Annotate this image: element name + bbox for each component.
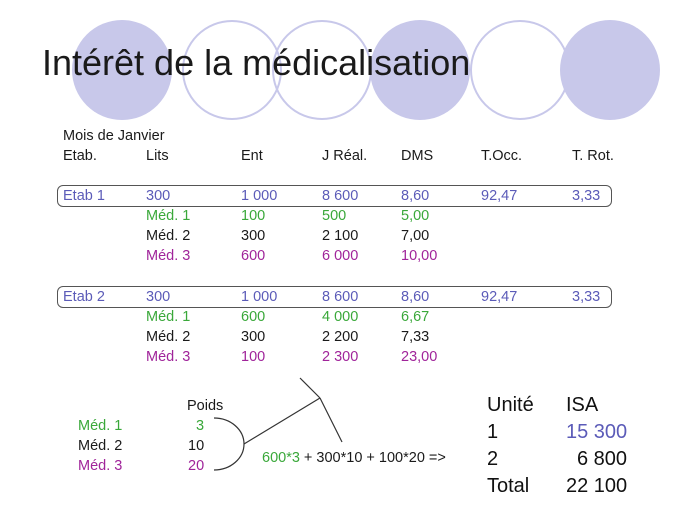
etab2-med2-dms: 7,33 — [401, 329, 430, 345]
weight-med2-label: Méd. 2 — [78, 438, 123, 454]
isa-value-2: 6 800 — [577, 448, 628, 470]
decor-circle — [370, 20, 470, 120]
isa-value-total: 22 100 — [566, 475, 628, 497]
etab2-med2-ent: 300 — [241, 329, 266, 345]
isa-unit-1: 1 — [487, 421, 499, 443]
etab2-med3-dms: 23,00 — [401, 349, 438, 365]
etab1-tocc: 92,47 — [481, 188, 518, 204]
isa-unit-2: 2 — [487, 448, 499, 470]
isa-header-isa: ISA — [566, 394, 599, 416]
col-header-lits: Lits — [146, 148, 169, 164]
etab1-ent: 1 000 — [241, 188, 278, 204]
isa-value-1: 15 300 — [566, 421, 628, 443]
decor-circle — [72, 20, 172, 120]
etab1-med3-ent: 600 — [241, 248, 266, 264]
col-header-tocc: T.Occ. — [481, 148, 523, 164]
etab1-med3-dms: 10,00 — [401, 248, 438, 264]
etab2-med2-jreal: 2 200 — [322, 329, 359, 345]
weights-header: Poids — [187, 398, 224, 414]
etab1-box — [57, 185, 612, 207]
etab1-med1-jreal: 500 — [322, 208, 347, 224]
etab1-med1-label: Méd. 1 — [146, 208, 191, 224]
weight-med2-value: 10 — [188, 438, 205, 454]
col-header-trot: T. Rot. — [572, 148, 614, 164]
etab2-med3-jreal: 2 300 — [322, 349, 359, 365]
etab1-jreal: 8 600 — [322, 188, 359, 204]
etab2-ent: 1 000 — [241, 289, 278, 305]
etab2-dms: 8,60 — [401, 289, 430, 305]
weight-med3-value: 20 — [188, 458, 205, 474]
etab2-med1-dms: 6,67 — [401, 309, 430, 325]
etab1-med2-ent: 300 — [241, 228, 266, 244]
col-header-etab: Etab. — [63, 148, 97, 164]
decor-circle — [560, 20, 660, 120]
isa-unit-total: Total — [487, 475, 530, 497]
etab1-lits: 300 — [146, 188, 171, 204]
etab2-name: Etab 2 — [63, 289, 105, 305]
etab2-tocc: 92,47 — [481, 289, 518, 305]
weight-med3-label: Méd. 3 — [78, 458, 123, 474]
etab2-med1-label: Méd. 1 — [146, 309, 191, 325]
col-header-ent: Ent — [241, 148, 263, 164]
etab2-trot: 3,33 — [572, 289, 601, 305]
etab1-med3-jreal: 6 000 — [322, 248, 359, 264]
etab1-dms: 8,60 — [401, 188, 430, 204]
etab1-med1-dms: 5,00 — [401, 208, 430, 224]
weight-med1-value: 3 — [196, 418, 205, 434]
etab1-trot: 3,33 — [572, 188, 601, 204]
etab2-med3-ent: 100 — [241, 349, 266, 365]
formula-part2: + 300*10 + 100*20 => — [299, 450, 446, 466]
col-header-dms: DMS — [401, 148, 434, 164]
formula: 600*3 + 300*10 + 100*20 => — [262, 450, 446, 467]
etab1-med3-label: Méd. 3 — [146, 248, 191, 264]
etab2-lits: 300 — [146, 289, 171, 305]
etab1-med2-label: Méd. 2 — [146, 228, 191, 244]
isa-header-unit: Unité — [487, 394, 534, 416]
etab2-med1-jreal: 4 000 — [322, 309, 359, 325]
weight-med1-label: Méd. 1 — [78, 418, 123, 434]
etab2-jreal: 8 600 — [322, 289, 359, 305]
etab1-med2-jreal: 2 100 — [322, 228, 359, 244]
page-title: Intérêt de la médicalisation — [42, 42, 471, 83]
col-header-jreal: J Réal. — [322, 148, 368, 164]
etab2-med2-label: Méd. 2 — [146, 329, 191, 345]
etab1-med1-ent: 100 — [241, 208, 266, 224]
etab1-name: Etab 1 — [63, 188, 105, 204]
etab2-med1-ent: 600 — [241, 309, 266, 325]
formula-part1: 600*3 — [262, 450, 300, 466]
etab2-box — [57, 286, 612, 308]
etab1-med2-dms: 7,00 — [401, 228, 430, 244]
period-label: Mois de Janvier — [63, 128, 165, 144]
etab2-med3-label: Méd. 3 — [146, 349, 191, 365]
